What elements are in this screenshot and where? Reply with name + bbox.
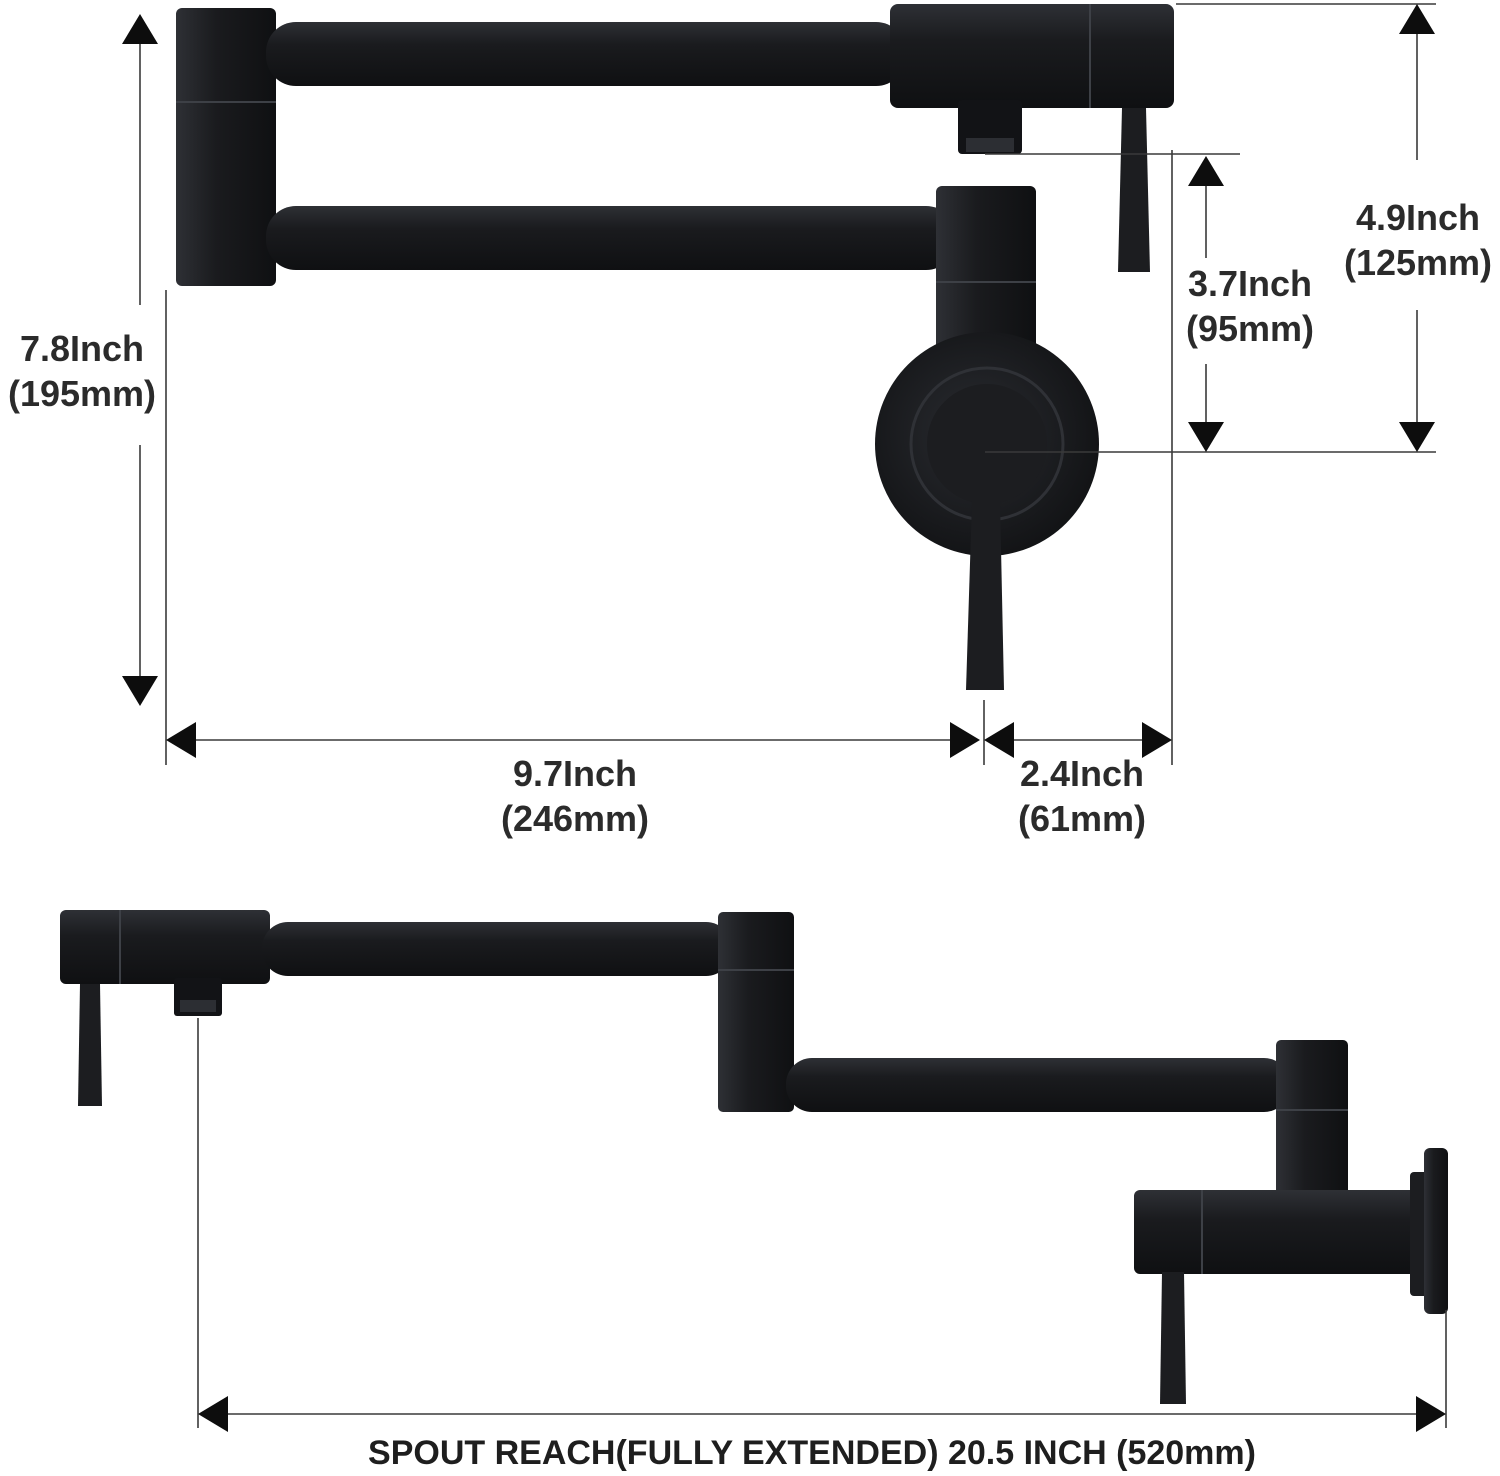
extended-faucet-illustration xyxy=(60,910,1448,1404)
height-total-inch-label: 7.8Inch xyxy=(20,328,144,369)
dim-inlet-to-top: 4.9Inch (125mm) xyxy=(1176,3,1492,452)
width-folded-inch-label: 9.7Inch xyxy=(513,753,637,794)
inlet-to-top-inch-label: 4.9Inch xyxy=(1356,197,1480,238)
inlet-to-top-mm-label: (125mm) xyxy=(1344,242,1492,283)
dim-height-total: 7.8Inch (195mm) xyxy=(8,14,158,706)
dim-width-folded: 9.7Inch (246mm) xyxy=(165,290,985,839)
dim-spout-reach: SPOUT REACH(FULLY EXTENDED) 20.5 INCH (5… xyxy=(197,1018,1447,1472)
inlet-to-spout-mm-label: (95mm) xyxy=(1186,308,1314,349)
offset-width-mm-label: (61mm) xyxy=(1018,798,1146,839)
inlet-to-spout-inch-label: 3.7Inch xyxy=(1188,263,1312,304)
width-folded-mm-label: (246mm) xyxy=(501,798,649,839)
offset-width-inch-label: 2.4Inch xyxy=(1020,753,1144,794)
dim-inlet-to-spout: 3.7Inch (95mm) xyxy=(985,153,1436,453)
spout-reach-label: SPOUT REACH(FULLY EXTENDED) 20.5 INCH (5… xyxy=(368,1434,1256,1472)
dim-offset-width: 2.4Inch (61mm) xyxy=(984,150,1173,839)
folded-faucet-illustration xyxy=(176,4,1174,690)
height-total-mm-label: (195mm) xyxy=(8,373,156,414)
